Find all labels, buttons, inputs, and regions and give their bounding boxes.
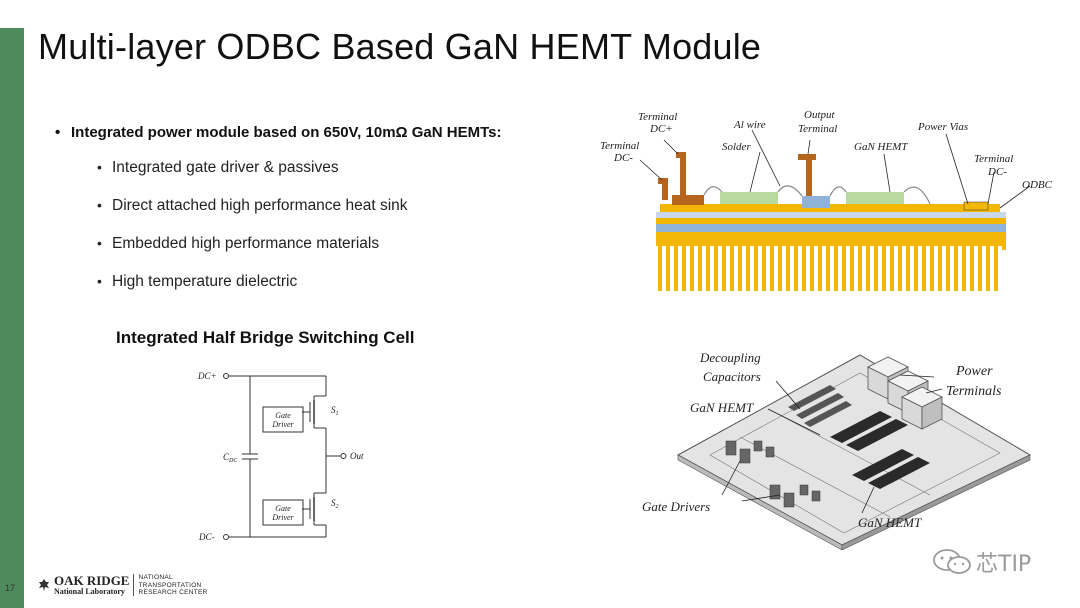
dielectric-layer (656, 224, 1006, 232)
gan-hemt-label: GaN HEMT (854, 141, 908, 153)
power-vias-label: Power Vias (917, 121, 968, 133)
bullet-sub: High temperature dielectric (97, 273, 565, 311)
decoupling-capacitors-label: Decoupling (699, 350, 761, 365)
gan-hemt-label: GaN HEMT (858, 515, 922, 530)
bullet-sub: Direct attached high performance heat si… (97, 197, 565, 235)
out-label: Out (350, 451, 364, 461)
power-vias (963, 201, 989, 211)
dc-plus-label: DC+ (197, 371, 217, 381)
gate-driver-label: Gate (275, 411, 291, 420)
output-terminal-label: Output (804, 109, 836, 121)
gate-driver-label: Gate (275, 504, 291, 513)
base-plate (656, 232, 1006, 240)
terminal-dc-plus-label: Terminal (638, 111, 677, 123)
module-cross-section: Terminal DC+ Terminal DC- Al wire Solder… (600, 109, 1053, 291)
gate-drivers (725, 440, 821, 508)
leader-lines (721, 374, 943, 514)
terminal-dc-minus-label: DC- (613, 152, 633, 164)
power-via-block (802, 196, 830, 208)
heat-sink-fins (656, 240, 1006, 291)
gate-driver-label: Driver (271, 513, 294, 522)
logo-divider (133, 574, 135, 597)
module-board-edge (841, 454, 1031, 550)
solder-label: Solder (722, 141, 751, 153)
terminal-dc-minus-right-label: DC- (987, 166, 1007, 178)
bullet-main: Integrated power module based on 650V, 1… (55, 124, 565, 141)
bullet-sub: Embedded high performance materials (97, 235, 565, 273)
odbc-layer (656, 212, 1006, 218)
slide-title: Multi-layer ODBC Based GaN HEMT Module (38, 26, 762, 67)
gan-hemt-array (830, 411, 930, 489)
cdc-label: CDC (223, 452, 238, 464)
watermark: 芯TIP (932, 546, 1031, 578)
gate-driver-label: Driver (271, 420, 294, 429)
al-wire-label: Al wire (733, 119, 766, 131)
power-terminals-label: Power (955, 364, 993, 379)
decoupling-capacitors-label: Capacitors (703, 369, 761, 384)
logo-name: OAK RIDGE (54, 572, 130, 588)
gan-hemt-die (846, 192, 904, 204)
terminal-dc-plus-label: DC+ (649, 123, 673, 135)
footer-logo: OAK RIDGE National Laboratory NATIONAL T… (37, 574, 208, 597)
half-bridge-schematic: DC+ DC- Out CDC S1 S2 Gate Driver Gate D… (197, 371, 364, 542)
wechat-icon (933, 549, 971, 574)
odbc-label: ODBC (1022, 179, 1053, 191)
gate-drivers-label: Gate Drivers (642, 499, 710, 514)
al-wire-bonds (703, 185, 931, 205)
decoupling-capacitors (788, 385, 852, 427)
power-terminals (867, 356, 943, 430)
gan-hemt-label: GaN HEMT (690, 400, 754, 415)
leader-lines (639, 129, 1031, 209)
terminal-dc-minus-right-label: Terminal (974, 153, 1013, 165)
s1-label: S1 (331, 405, 339, 417)
output-terminal-label: Terminal (798, 123, 837, 135)
s2-label: S2 (331, 498, 339, 510)
terminal-dc-minus-left (658, 178, 668, 200)
gan-hemt-die (720, 192, 778, 204)
bullet-list: Integrated power module based on 650V, 1… (55, 124, 565, 311)
power-terminals-label: Terminals (946, 384, 1002, 399)
terminal-dc-plus (676, 152, 686, 200)
accent-side-bar (0, 28, 24, 608)
ntrc-logo-text: NATIONAL TRANSPORTATION RESEARCH CENTER (138, 574, 208, 596)
logo-sub: National Laboratory (54, 586, 125, 596)
output-terminal (798, 154, 816, 196)
page-number: 17 (5, 583, 16, 593)
module-3d-render: Decoupling Capacitors GaN HEMT Power Ter… (642, 350, 1032, 550)
bullet-sub: Integrated gate driver & passives (97, 159, 565, 197)
terminal-dc-minus-label: Terminal (600, 140, 639, 152)
watermark-text: 芯TIP (976, 552, 1032, 577)
terminal-pad (672, 195, 704, 205)
module-board-edge (677, 454, 843, 550)
dc-minus-label: DC- (198, 532, 215, 542)
copper-layer (656, 218, 1006, 224)
circuit-title: Integrated Half Bridge Switching Cell (116, 328, 415, 347)
oak-leaf-icon (39, 579, 49, 592)
